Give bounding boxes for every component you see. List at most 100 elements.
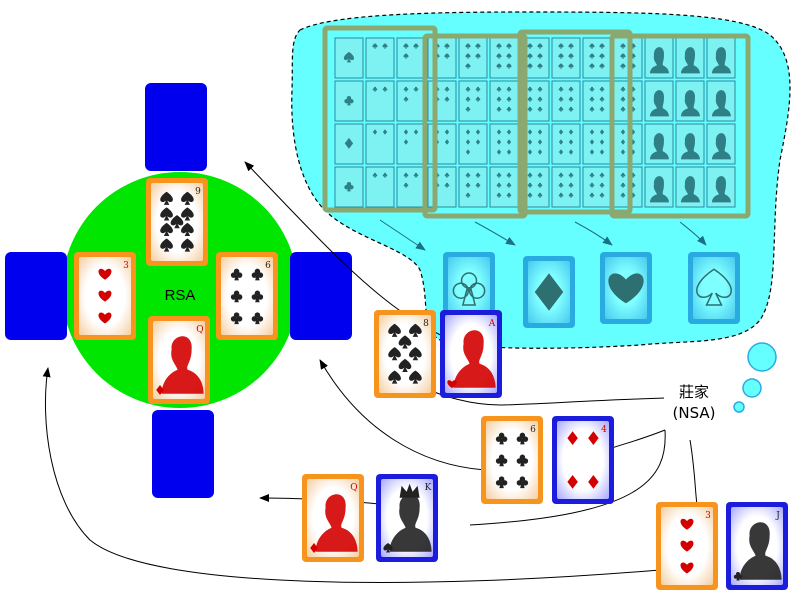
spade-icon (558, 43, 564, 49)
diamond-icon (620, 129, 626, 135)
hand-card: K (376, 474, 438, 562)
diamond-icon (403, 139, 409, 145)
club-icon (230, 290, 243, 303)
arrow-to-north (244, 161, 466, 346)
diamond-icon (599, 129, 605, 135)
club-icon (589, 96, 595, 102)
club-icon (496, 96, 502, 102)
club-icon (733, 572, 743, 581)
diamond-icon (465, 129, 471, 135)
heart-icon (447, 380, 457, 389)
spade-icon (409, 347, 422, 361)
diamond-icon (534, 273, 564, 311)
club-icon (465, 106, 471, 112)
spade-icon (537, 63, 543, 69)
spade-icon (372, 43, 378, 49)
club-icon (506, 96, 512, 102)
spade-icon (506, 63, 512, 69)
club-icon (251, 290, 264, 303)
diamond-icon (588, 474, 599, 489)
club-icon (558, 192, 564, 198)
portrait-icon (711, 90, 731, 117)
spade-icon (558, 53, 564, 59)
club-icon (465, 172, 471, 178)
spade-icon (537, 53, 543, 59)
spade-icon (409, 323, 422, 337)
deck-group-frame (322, 25, 438, 213)
portrait-icon (161, 336, 204, 394)
spade-icon (527, 53, 533, 59)
card-rank: Q (350, 483, 357, 493)
table-card-west: 3 (74, 252, 136, 340)
club-icon (496, 192, 502, 198)
spade-icon (475, 53, 481, 59)
spade-icon (620, 63, 626, 69)
deck-card (365, 166, 395, 208)
club-icon (475, 182, 481, 188)
diamond-icon (620, 139, 626, 145)
club-icon (620, 106, 626, 112)
suit-slot-hearts (600, 252, 652, 324)
spade-icon (620, 53, 626, 59)
club-icon (475, 86, 481, 92)
spade-icon (160, 222, 173, 237)
spade-icon (388, 370, 401, 384)
card-rank: 3 (123, 261, 129, 271)
deck-card (489, 80, 519, 122)
seat-south (152, 410, 214, 498)
club-icon (558, 86, 564, 92)
club-icon (444, 86, 450, 92)
spade-icon (465, 43, 471, 49)
club-icon (251, 312, 264, 325)
spade-icon (568, 63, 574, 69)
club-icon (495, 454, 508, 467)
club-icon (230, 268, 243, 281)
spade-icon (444, 53, 450, 59)
deck-card (396, 123, 426, 165)
club-icon (496, 86, 502, 92)
club-icon (589, 172, 595, 178)
club-icon (506, 172, 512, 178)
diamond-icon (310, 543, 318, 553)
spade-icon (568, 43, 574, 49)
diamond-icon (344, 137, 354, 149)
spade-icon (409, 370, 422, 384)
portrait-icon (389, 483, 432, 552)
dealer-line-3 (469, 429, 666, 526)
dealer-code: (NSA) (673, 404, 716, 422)
spade-icon (403, 43, 409, 49)
spade-icon (465, 53, 471, 59)
deck-card (365, 37, 395, 79)
club-icon (558, 106, 564, 112)
club-icon (599, 106, 605, 112)
club-icon (537, 96, 543, 102)
club-icon (382, 86, 388, 92)
deck-card (396, 37, 426, 79)
club-icon (537, 106, 543, 112)
heart-icon (608, 273, 644, 304)
portrait-icon (649, 133, 669, 160)
heart-icon (98, 268, 112, 280)
card-rank: 6 (265, 261, 271, 271)
diamond-icon (403, 129, 409, 135)
club-icon (620, 96, 626, 102)
spade-icon (181, 191, 194, 205)
club-icon (382, 172, 388, 178)
spade-icon (527, 63, 533, 69)
spade-icon (599, 53, 605, 59)
club-icon (413, 86, 419, 92)
deck-card (458, 37, 488, 79)
diamond-icon (506, 139, 512, 145)
club-icon (403, 172, 409, 178)
deck-card (551, 37, 581, 79)
hand-card: A (440, 310, 502, 398)
card-rank: Q (196, 325, 203, 335)
deck-card (427, 123, 457, 165)
deck-group-frame (609, 33, 751, 219)
seat-east (290, 252, 352, 340)
club-icon (516, 432, 529, 445)
